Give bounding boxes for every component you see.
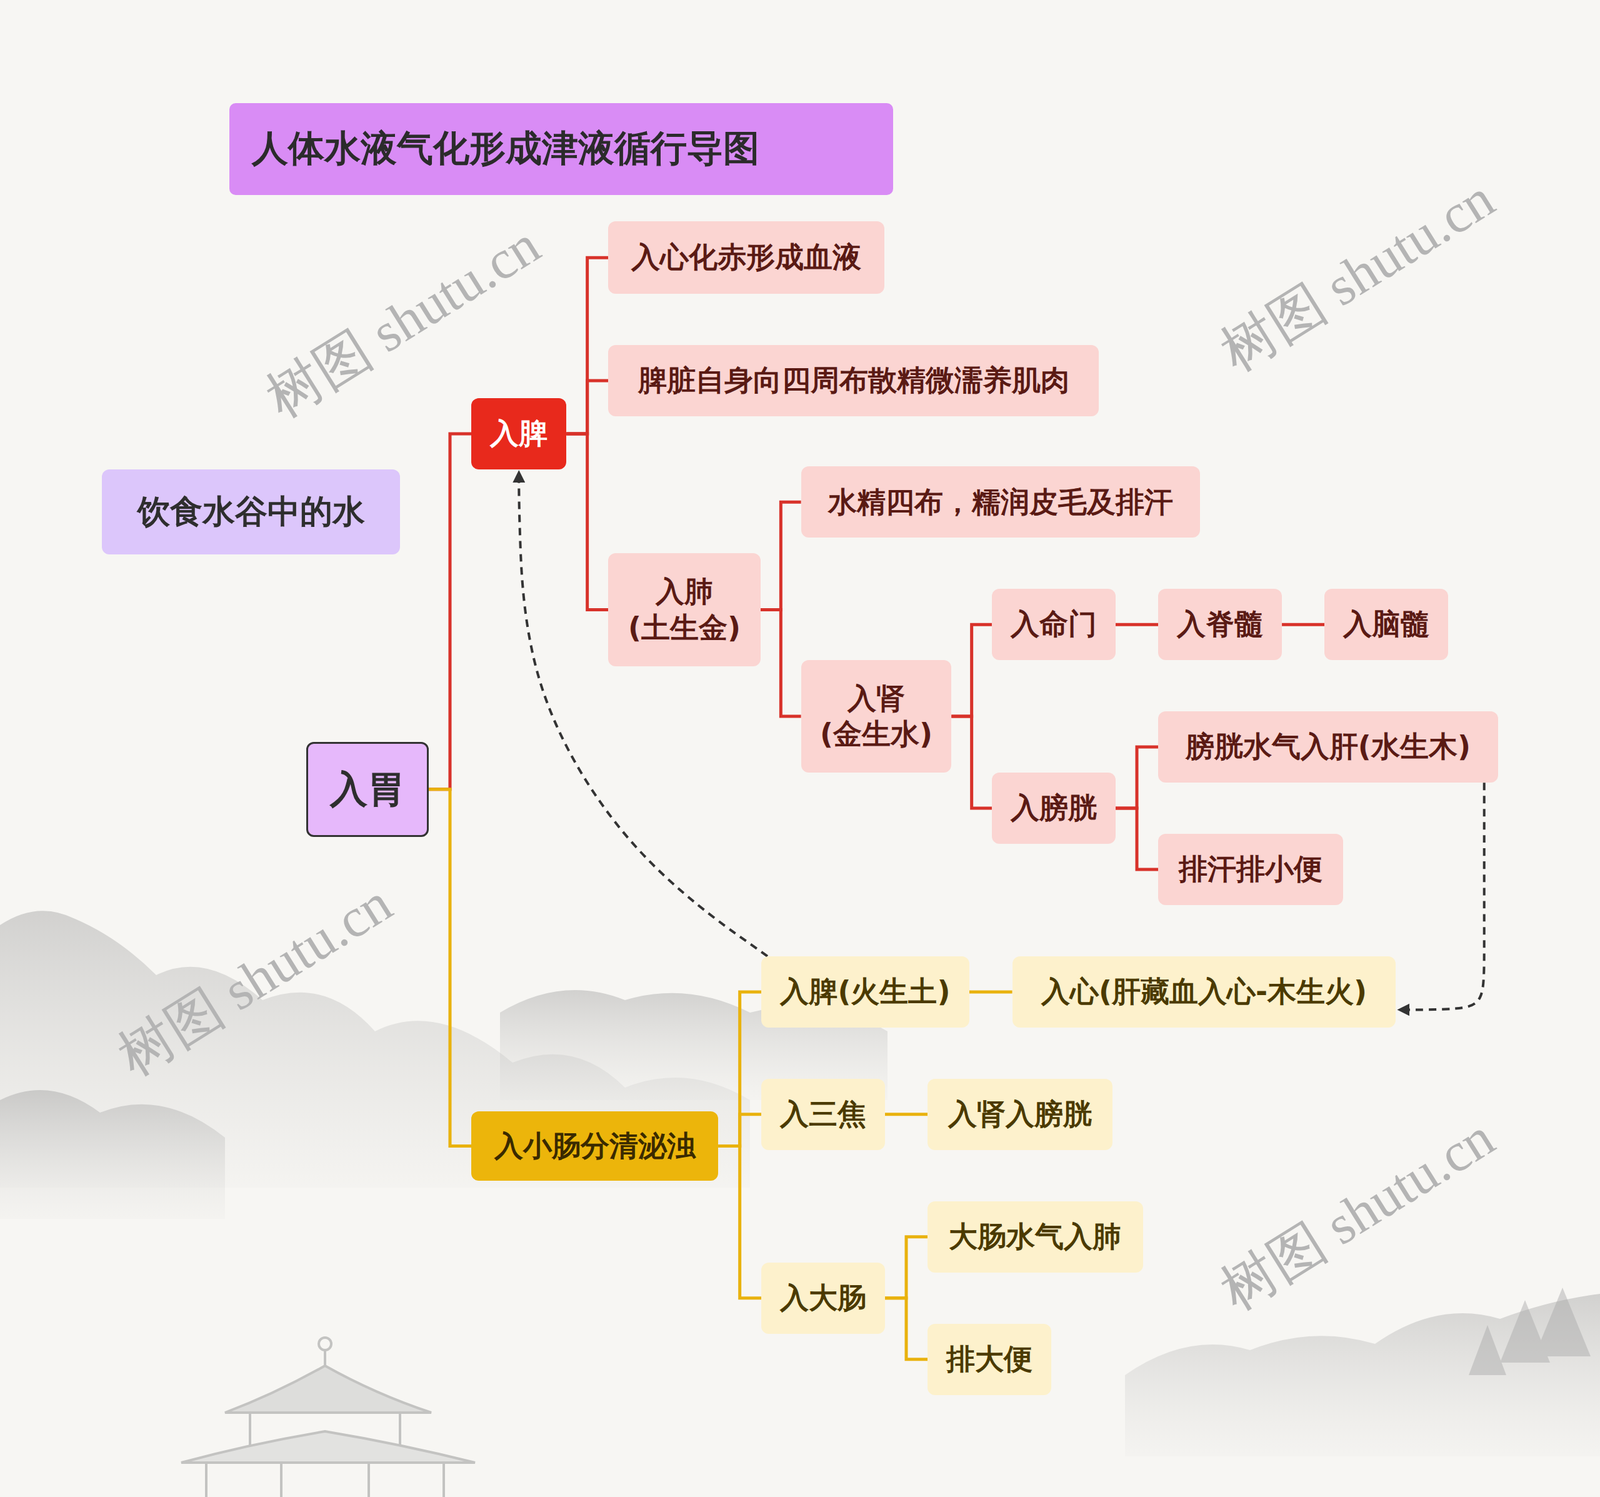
pink-box: 入脊髓 [1158,588,1282,660]
tree-connector [718,991,762,1147]
tree-connector [760,610,802,717]
pink-box: 入肺 (土生金) [608,553,761,667]
node-label: 入脊髓 [1176,606,1264,643]
cream-box: 入大肠 [761,1262,885,1334]
watermark: 树图 shutu.cn [104,866,406,1094]
tree-connector [885,1298,928,1360]
tree-connector [1115,808,1159,870]
node-label: 膀胱水气入肝(水生木) [1185,728,1471,765]
pink-box: 入肾 (金生水) [801,660,952,773]
dashed-arrow [1398,782,1484,1010]
node-label: 入脾(火生土) [780,973,950,1010]
tree-connector [1281,623,1325,627]
node-label: 大肠水气入肺 [948,1218,1122,1255]
cream-box: 入心(肝藏血入心-木生火) [1012,956,1397,1028]
pavilion [181,1337,475,1497]
cream-box: 入三焦 [761,1078,885,1150]
pink-box: 入命门 [991,588,1116,660]
pink-box: 入膀胱 [991,772,1116,844]
tree-connector [885,1236,928,1299]
watermark: 树图 shutu.cn [1206,1101,1509,1329]
cream-box: 大肠水气入肺 [927,1201,1143,1273]
tree-connector [718,1114,762,1147]
node-label: 排大便 [946,1341,1033,1378]
node-label: 入胃 [330,765,405,813]
node-label: 入心(肝藏血入心-木生火) [1041,973,1367,1010]
node-label: 饮食水谷中的水 [137,491,365,532]
tree-connector [885,1112,928,1116]
node-label: 入肾入膀胱 [948,1096,1092,1133]
tree-connector [951,624,992,717]
node-label: 入大肠 [780,1280,867,1317]
pink-box: 排汗排小便 [1158,833,1344,905]
node-label: 入肾 (金生水) [818,680,935,753]
tree-connector [428,789,472,1147]
title-box: 人体水液气化形成津液循行导图 [229,103,893,195]
node-label: 入三焦 [780,1096,867,1133]
tree-connector [1115,746,1159,809]
tree-connector [969,990,1013,994]
tree-connector [566,257,609,434]
title-text: 人体水液气化形成津液循行导图 [251,124,760,174]
pink-box: 膀胱水气入肝(水生木) [1158,711,1499,783]
pink-box: 水精四布，糯润皮毛及排汗 [801,466,1200,538]
pink-box: 入脑髓 [1324,588,1449,660]
red-box: 入脾 [471,398,567,470]
pink-box: 入心化赤形成血液 [608,221,885,294]
gold-box: 入小肠分清泌浊 [471,1111,719,1181]
cream-box: 入脾(火生土) [761,956,970,1028]
tree-connector [1115,623,1159,627]
node-label: 入肺 (土生金) [625,573,744,646]
dashed-arrow [518,471,768,957]
tree-connector [718,1145,762,1298]
cream-box: 入肾入膀胱 [927,1078,1113,1150]
watermark: 树图 shutu.cn [1206,162,1509,390]
node-label: 入小肠分清泌浊 [494,1128,696,1165]
trees [1468,1287,1591,1375]
node-label: 水精四布，糯润皮毛及排汗 [828,484,1174,521]
lavender-box: 饮食水谷中的水 [101,469,400,555]
tree-connector [566,433,609,610]
tree-connector [428,433,472,790]
tree-connector [566,380,609,434]
pink-box: 脾脏自身向四周布散精微濡养肌肉 [608,345,1099,417]
tree-connector [951,716,992,809]
node-label: 入脑髓 [1343,606,1430,643]
node-label: 入心化赤形成血液 [631,239,862,276]
node-label: 脾脏自身向四周布散精微濡养肌肉 [638,362,1070,399]
node-label: 排汗排小便 [1178,851,1323,888]
node-label: 入脾 [490,415,548,452]
violet-box: 入胃 [306,741,429,837]
mountain [1125,1293,1600,1457]
mountain [0,1090,225,1219]
node-label: 入命门 [1010,606,1097,643]
cream-box: 排大便 [927,1323,1052,1395]
node-label: 入膀胱 [1010,790,1097,827]
tree-connector [760,501,802,610]
